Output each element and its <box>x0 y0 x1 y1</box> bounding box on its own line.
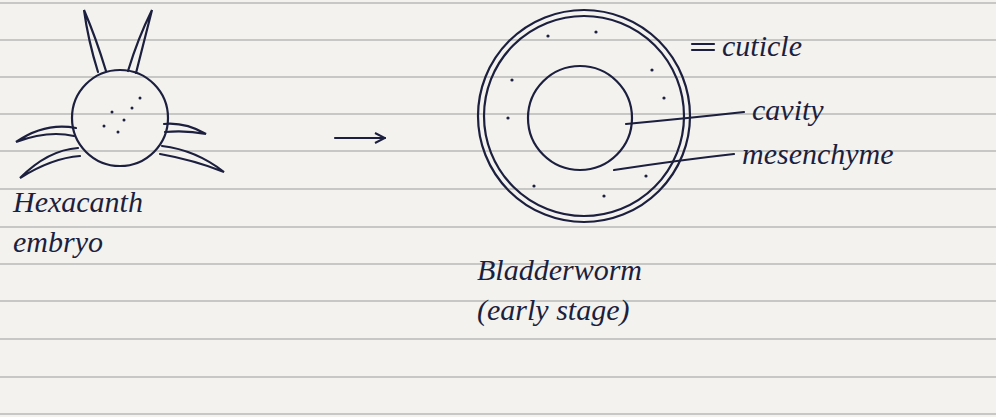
ruled-line <box>0 376 996 377</box>
leader-line <box>692 43 714 45</box>
part-label: mesenchyme <box>742 134 894 174</box>
figure-caption: Hexacanth embryo <box>13 182 188 262</box>
hook <box>128 10 152 73</box>
dot <box>131 107 134 110</box>
leader-line <box>626 112 744 124</box>
cuticle-outer <box>478 10 690 222</box>
mesenchyme-dots <box>506 30 665 197</box>
ruled-line <box>0 338 996 339</box>
hook <box>84 10 106 72</box>
dot <box>546 34 549 37</box>
dot <box>111 111 114 114</box>
cavity-wall <box>528 66 632 170</box>
embryo-dots <box>103 97 142 134</box>
leader-line <box>614 154 734 170</box>
hook <box>20 148 80 178</box>
dot <box>594 30 597 33</box>
ruled-line <box>0 2 996 3</box>
part-label: cavity <box>752 90 824 130</box>
dot <box>644 174 647 177</box>
ruled-line <box>0 226 996 227</box>
dot <box>510 78 513 81</box>
dot <box>506 116 509 119</box>
hook <box>164 124 206 134</box>
ruled-lines <box>0 3 996 414</box>
figure-node: Hexacanth embryo <box>5 0 335 268</box>
arrow-connector <box>335 137 385 139</box>
hexacanth-figure <box>16 10 224 178</box>
figure-caption: Bladderworm (early stage) <box>477 250 702 330</box>
dot <box>532 184 535 187</box>
embryo-body <box>72 70 168 166</box>
ruled-line <box>0 413 996 414</box>
dot <box>650 68 653 71</box>
dot <box>117 131 120 134</box>
ruled-line <box>0 113 996 114</box>
dot <box>139 97 142 100</box>
leader-line <box>692 49 714 51</box>
ruled-line <box>0 39 996 40</box>
cuticle-inner <box>484 16 684 216</box>
ruled-line <box>0 76 996 77</box>
dot <box>103 125 106 128</box>
dot <box>602 194 605 197</box>
dot <box>662 96 665 99</box>
ruled-line <box>0 188 996 189</box>
hook <box>16 127 76 142</box>
hook <box>160 146 224 172</box>
part-label: cuticle <box>722 26 802 66</box>
dot <box>123 119 126 122</box>
bladderworm-figure <box>478 10 744 222</box>
